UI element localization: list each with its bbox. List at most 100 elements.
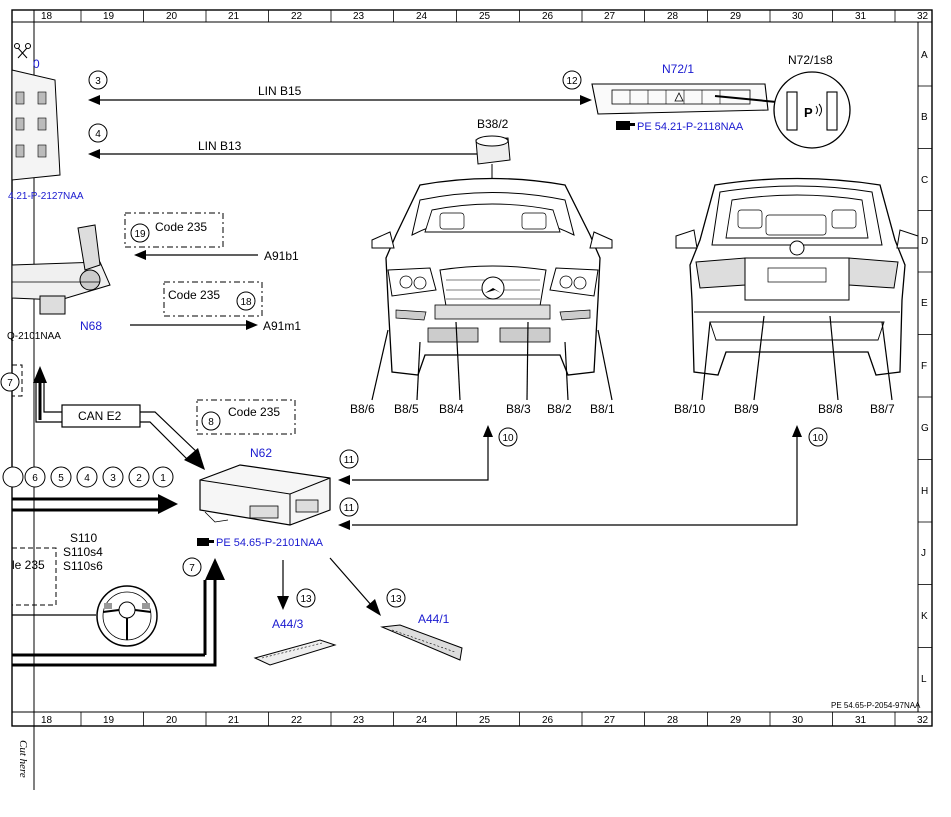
pointing-hand-icon	[197, 538, 214, 546]
callout-c4: 4	[88, 123, 108, 143]
column-label-bottom: 32	[917, 715, 929, 726]
svg-text:3: 3	[110, 473, 116, 484]
bus-lin-b15: LIN B15	[258, 84, 302, 98]
column-label-top: 18	[41, 11, 53, 22]
column-label-bottom: 26	[542, 715, 554, 726]
callout-c12: 12	[562, 70, 582, 90]
sensor-label-rear: B8/8	[818, 402, 843, 416]
column-label-top: 25	[479, 11, 491, 22]
callout-c13a: 13	[296, 588, 316, 608]
column-label-top: 23	[353, 11, 365, 22]
label-n72-1s8: N72/1s8	[788, 53, 833, 67]
callout-c3: 3	[88, 70, 108, 90]
callout-c11b: 11	[339, 497, 359, 517]
sensor-label-front: B8/1	[590, 402, 615, 416]
vehicle-rear-view	[675, 177, 919, 376]
ref-n62: PE 54.65-P-2101NAA	[216, 537, 324, 549]
warning-display-a44-3	[253, 639, 337, 666]
pointing-hand-icon	[616, 121, 635, 130]
column-label-bottom: 24	[416, 715, 428, 726]
sensor-label-front: B8/4	[439, 402, 464, 416]
parking-sensor-icon: P	[773, 71, 851, 149]
svg-text:19: 19	[134, 229, 146, 240]
column-label-top: 27	[604, 11, 616, 22]
svg-text:2: 2	[136, 473, 142, 484]
svg-text:P: P	[804, 105, 813, 120]
sensor-label-front: B8/2	[547, 402, 572, 416]
svg-text:12: 12	[566, 76, 578, 87]
label-a91b1: A91b1	[264, 249, 299, 263]
sensor-label-rear: B8/7	[870, 402, 895, 416]
sensor-label-rear: B8/9	[734, 402, 759, 416]
svg-text:4: 4	[84, 473, 90, 484]
callout-row-item: 3	[102, 466, 124, 488]
sensor-label-front: B8/3	[506, 402, 531, 416]
row-label: D	[921, 236, 928, 247]
sensor-label-front: B8/6	[350, 402, 375, 416]
code-box-left: le 235	[12, 558, 45, 572]
svg-text:7: 7	[189, 563, 195, 574]
left-control-panel	[11, 69, 61, 181]
column-label-bottom: 23	[353, 715, 365, 726]
label-n62: N62	[250, 446, 272, 460]
ref-left-top: 4.21-P-2127NAA	[8, 191, 84, 202]
label-b38-2: B38/2	[477, 117, 509, 131]
callout-row-item: 1	[152, 466, 174, 488]
cut-here-label: Cut here	[17, 740, 29, 778]
row-label: E	[921, 298, 928, 309]
column-label-top: 28	[667, 11, 679, 22]
column-label-top: 20	[166, 11, 178, 22]
row-label: G	[921, 423, 929, 434]
column-label-bottom: 21	[228, 715, 240, 726]
column-label-top: 22	[291, 11, 303, 22]
column-label-top: 29	[730, 11, 742, 22]
callout-c11a: 11	[339, 449, 359, 469]
callout-c18: 18	[236, 291, 256, 311]
document-reference: PE 54.65-P-2054-97NAA	[831, 701, 921, 710]
callout-c7b: 7	[0, 372, 20, 392]
column-label-bottom: 30	[792, 715, 804, 726]
svg-text:6: 6	[32, 473, 38, 484]
column-label-bottom: 29	[730, 715, 742, 726]
callout-c7: 7	[182, 557, 202, 577]
column-label-bottom: 25	[479, 715, 491, 726]
column-label-bottom: 31	[855, 715, 867, 726]
row-label: H	[921, 486, 928, 497]
label-s110s4: S110s4	[63, 545, 103, 559]
svg-text:1: 1	[160, 473, 166, 484]
callout-row-item: 4	[76, 466, 98, 488]
ref-left-mid: Q-2101NAA	[7, 331, 61, 342]
row-label: J	[921, 548, 926, 559]
overhead-control-panel-n72-1	[591, 83, 788, 115]
row-label: B	[921, 112, 928, 123]
front-sensor-leaders	[371, 321, 613, 401]
svg-text:3: 3	[95, 76, 101, 87]
sensor-label-rear: B8/10	[674, 402, 706, 416]
vehicle-front-view	[371, 177, 613, 376]
steering-rack	[11, 224, 111, 315]
row-label: K	[921, 611, 928, 622]
row-label: L	[921, 674, 927, 685]
label-a91m1: A91m1	[263, 319, 301, 333]
label-a44-1: A44/1	[418, 612, 450, 626]
ref-n72-1: PE 54.21-P-2118NAA	[637, 121, 744, 133]
svg-text:7: 7	[7, 378, 13, 389]
svg-text:11: 11	[344, 455, 355, 466]
svg-text:10: 10	[502, 433, 514, 444]
svg-text:13: 13	[300, 594, 312, 605]
svg-text:5: 5	[58, 473, 64, 484]
callout-c8: 8	[201, 411, 221, 431]
column-label-top: 21	[228, 11, 240, 22]
callout-c19: 19	[130, 223, 150, 243]
parktronic-control-unit-n62	[199, 464, 331, 526]
callout-c10b: 10	[808, 427, 828, 447]
svg-text:10: 10	[812, 433, 824, 444]
row-label: F	[921, 361, 927, 372]
svg-text:18: 18	[240, 297, 252, 308]
svg-text:8: 8	[208, 417, 214, 428]
column-label-bottom: 27	[604, 715, 616, 726]
column-label-bottom: 28	[667, 715, 679, 726]
label-a44-3: A44/3	[272, 617, 304, 631]
callout-row-item: 5	[50, 466, 72, 488]
